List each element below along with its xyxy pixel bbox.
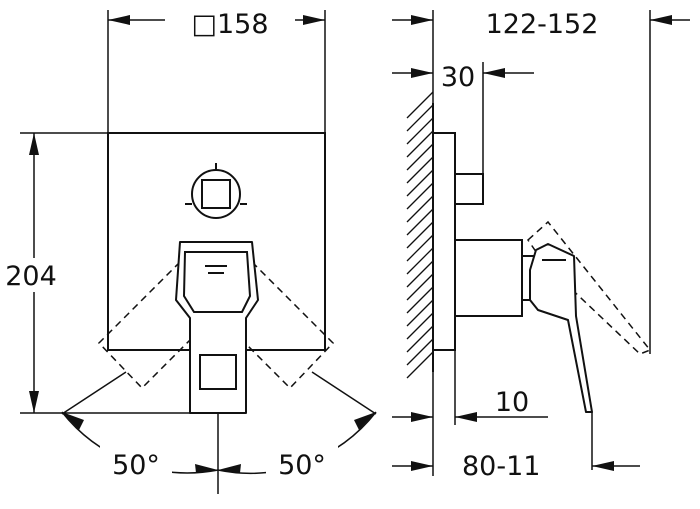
- width-arrow-right: [303, 15, 325, 25]
- width-label-bg: [165, 8, 295, 36]
- spindle-label: 30: [441, 62, 475, 93]
- install-arrow-right: [592, 461, 614, 471]
- depth-range-label: 122-152: [486, 9, 599, 40]
- plate-label: 10: [495, 387, 529, 418]
- height-label: 204: [5, 261, 57, 292]
- install-depth-label: 80-11: [462, 451, 540, 482]
- plate-arrow-right: [455, 412, 477, 422]
- angle-right-label: 50°: [278, 450, 326, 481]
- height-arrow-top: [29, 133, 39, 155]
- plate-arrow-left: [411, 412, 433, 422]
- depth-arrow-left: [411, 15, 433, 25]
- angle-right-label-bg: [266, 446, 338, 482]
- wall-hatching: [406, 91, 434, 379]
- angle-left-label: 50°: [112, 450, 160, 481]
- depth-arrow-right: [650, 15, 672, 25]
- diverter-stem: [454, 173, 484, 205]
- spindle-arrow-left: [411, 68, 433, 78]
- width-arrow-left: [108, 15, 130, 25]
- angle-left-label-bg: [100, 446, 172, 482]
- diverter-knob: [185, 163, 247, 219]
- plate-profile: [432, 132, 456, 351]
- lever-handle: [175, 241, 259, 414]
- side-view: 122-152 30 10 80-11: [392, 9, 690, 482]
- lever-profile: [529, 243, 593, 413]
- lever-body-profile: [454, 239, 538, 317]
- spindle-arrow-right: [483, 68, 505, 78]
- height-arrow-bottom: [29, 391, 39, 413]
- height-label-bg: [2, 258, 60, 292]
- install-arrow-left: [411, 461, 433, 471]
- width-label: □158: [191, 9, 268, 40]
- front-view: □158 204: [2, 8, 377, 494]
